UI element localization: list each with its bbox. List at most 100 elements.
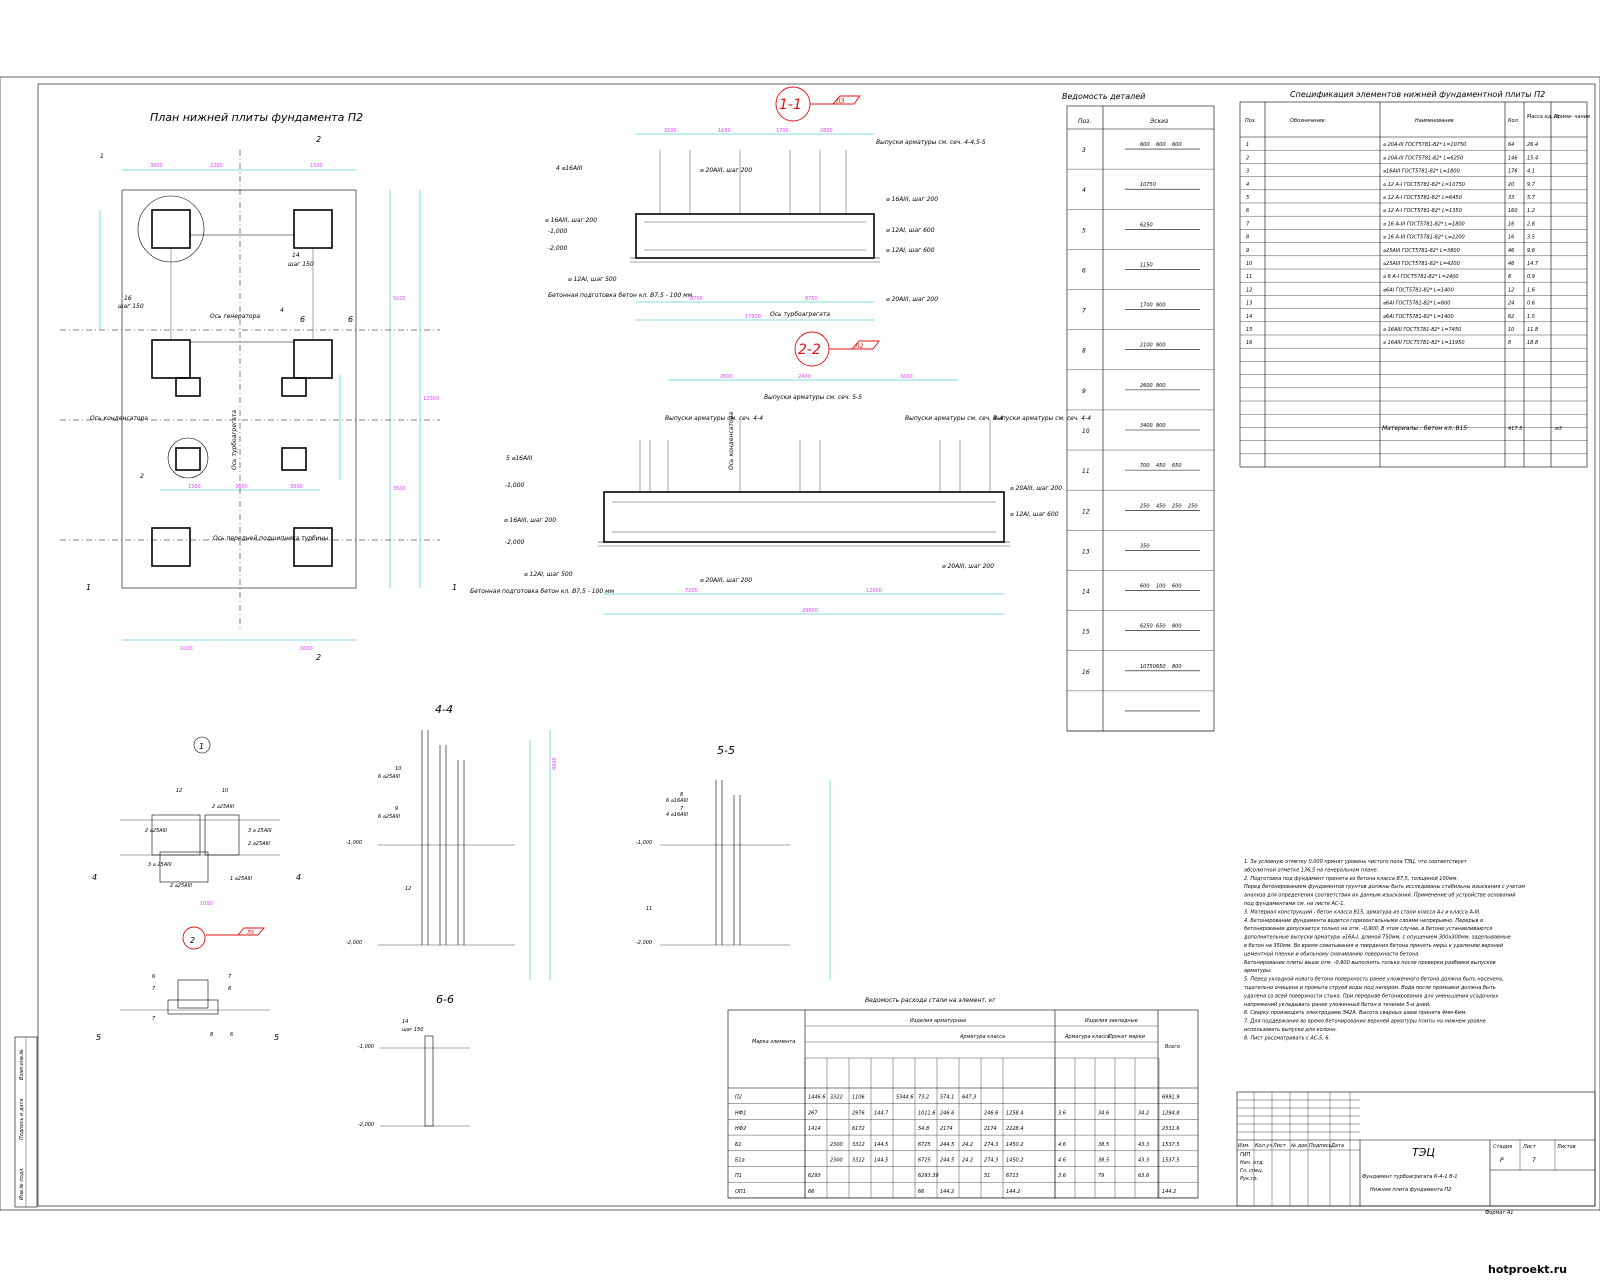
svg-text:5200: 5200 [393,296,406,302]
steel-cell: 54.8 [918,1126,929,1132]
spec-cell: 146 [1508,155,1518,161]
steel-cell: 24.2 [962,1158,973,1164]
steel-cell: 1450.2 [1006,1142,1024,1148]
spec-cell: 12 [1246,287,1252,293]
svg-text:шаг 150: шаг 150 [118,303,144,310]
note-line: тщательно очищена и промыта струей воды … [1244,985,1496,991]
svg-text:12: 12 [405,886,411,892]
spec-cell: 176 [1508,169,1518,175]
svg-text:6-6: 6-6 [436,993,454,1006]
spec-cell: 13 [1246,301,1252,307]
steel-cell: 1106 [852,1095,865,1101]
parts-pos: 7 [1082,308,1086,315]
parts-dim: 600 [1140,142,1150,148]
note-line: 3. Материал конструкций - бетон класса В… [1244,909,1481,915]
svg-text:2-2: 2-2 [798,342,821,358]
spec-cell: 26.4 [1527,142,1538,148]
steel-cell: 34.2 [1138,1110,1149,1116]
stamp-col: Изм. [1238,1143,1250,1149]
spec-cell: 5 [1246,195,1249,201]
svg-text:Приме- чание: Приме- чание [1554,114,1590,120]
spec-cell: 16 [1246,340,1252,346]
svg-text:Обозначение: Обозначение [1290,118,1325,124]
svg-text:4: 4 [92,873,97,882]
spec-cell: ⌀6AI ГОСТ5781-82* L=1400 [1383,287,1454,293]
section-1-1-slab [635,213,875,259]
spec-cell: ⌀ 16 A-III ГОСТ5781-82* L=1800 [1383,221,1465,227]
steel-cell: 2228.4 [1006,1126,1024,1132]
parts-pos: 4 [1082,187,1086,194]
steel-cell: 6991.9 [1162,1095,1180,1101]
parts-dim: 450 [1156,503,1166,509]
foundation-plan: План нижней плиты фундамента П2 [60,111,457,662]
svg-text:1500: 1500 [188,484,201,490]
outer-frame [0,76,1600,1211]
svg-text:Л2: Л2 [854,343,864,350]
spec-cell: 6 [1246,208,1249,214]
svg-text:Изделия арматурные: Изделия арматурные [910,1018,966,1024]
note-line: Перед бетонированием фундаментов грунтов… [1244,884,1525,890]
spec-cell: 64 [1508,142,1514,148]
parts-dim: 600 [1172,142,1182,148]
steel-cell: 267 [808,1110,818,1116]
svg-text:2: 2 [190,936,195,945]
plan-title: План нижней плиты фундамента П2 [150,111,363,124]
parts-dim: 600 [1172,584,1182,590]
steel-cell: 1414 [808,1126,821,1132]
parts-pos: 6 [1082,267,1086,274]
steel-cell: 1450.2 [1006,1158,1024,1164]
spec-cell: 1.6 [1527,287,1535,293]
spec-cell: 12 [1508,287,1514,293]
svg-text:Выпуски арматуры см. сеч. 4-4: Выпуски арматуры см. сеч. 4-4 [665,415,763,422]
spec-cell: 46 [1508,248,1514,254]
side-stamp: Взам.инв.№ Подпись и дата Инв.№ подл. [14,1036,38,1208]
svg-text:2: 2 [316,653,321,662]
parts-dim: 6250 [1140,624,1153,630]
svg-text:4000: 4000 [552,757,558,770]
parts-dim: 250 [1140,503,1150,509]
steel-cell: 274.3 [984,1142,998,1148]
svg-text:4: 4 [280,307,284,314]
spec-cell: 0.6 [1527,301,1535,307]
svg-text:⌀ 12AI, шаг 600: ⌀ 12AI, шаг 600 [886,247,935,254]
svg-text:3000: 3000 [150,163,163,169]
steel-cell: 3.6 [1058,1173,1066,1179]
svg-text:Нижняя плита фундамента П2: Нижняя плита фундамента П2 [1370,1187,1451,1193]
column-pad [151,339,191,379]
steel-cell: 3312 [852,1158,865,1164]
steel-cell: 244.5 [940,1158,954,1164]
svg-text:Поз.: Поз. [1245,118,1256,124]
note-line: абсолютной отметке 136,5 на генеральном … [1244,867,1378,873]
spec-cell: ⌀ 12 A-I ГОСТ5781-82* L=10750 [1383,182,1465,188]
note-line: в бетон на 350мм. Во время схватывания и… [1244,943,1504,949]
column-pad [151,527,191,567]
note-line: арматуры. [1244,968,1272,974]
parts-dim: 2600 [1140,383,1153,389]
svg-text:Арматура класса: Арматура класса [1064,1034,1110,1040]
svg-text:Эскиз: Эскиз [1149,118,1168,125]
steel-cell: 66 [918,1189,924,1195]
parts-pos: 16 [1082,669,1090,676]
steel-cell: 144.5 [874,1158,888,1164]
steel-cell: 574.1 [940,1095,954,1101]
svg-text:Спецификация элементов нижней: Спецификация элементов нижней фундаментн… [1290,90,1545,99]
steel-cell: 6725 [918,1142,931,1148]
svg-text:9: 9 [395,806,398,812]
note-line: дополнительные выпуски арматуры ⌀16A-I, … [1243,935,1511,941]
svg-text:Ось генератора: Ось генератора [210,313,260,320]
parts-dim: 10750 [1140,182,1156,188]
svg-text:2 ⌀25AIII: 2 ⌀25AIII [170,883,193,889]
steel-cell: 6293 [808,1173,821,1179]
node-2-detail: 2 Л3 6 7 7 8 7 8 6 5 5 [96,926,279,1042]
svg-text:⌀ 20AIII, шаг 200: ⌀ 20AIII, шаг 200 [942,563,994,570]
svg-text:шаг 150: шаг 150 [288,261,314,268]
spec-cell: 14 [1246,314,1252,320]
svg-text:7: 7 [152,1016,156,1022]
svg-text:Ведомость расхода стали на эле: Ведомость расхода стали на элемент, кг [865,997,996,1004]
steel-cell: 274.3 [984,1158,998,1164]
steel-cell: 2174 [984,1126,997,1132]
note-line: удалена со всей поверхности стыка. При п… [1243,993,1498,999]
svg-text:3600: 3600 [900,374,913,380]
steel-cell: 246.6 [940,1110,954,1116]
svg-text:Стадия: Стадия [1493,1144,1512,1150]
